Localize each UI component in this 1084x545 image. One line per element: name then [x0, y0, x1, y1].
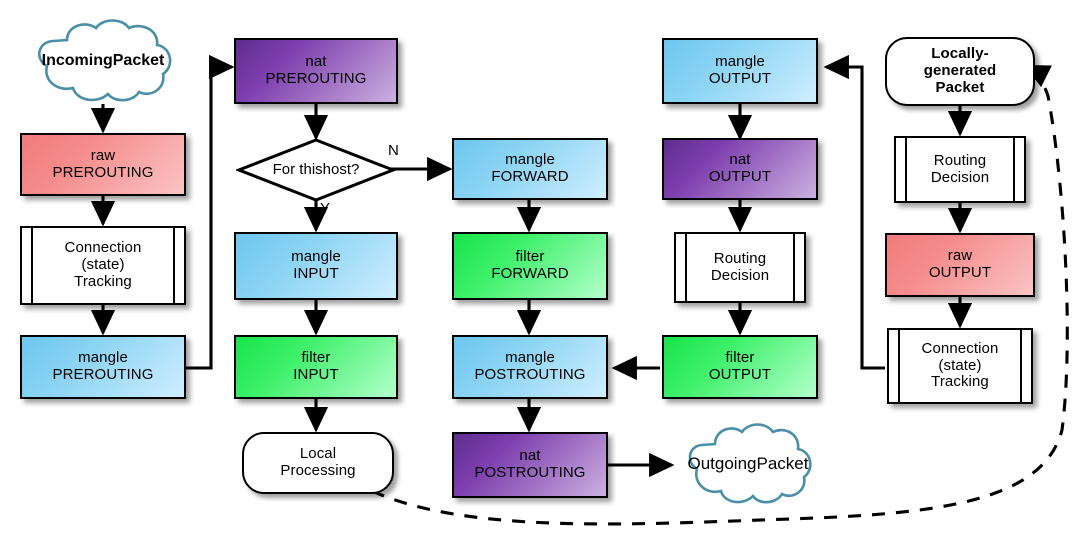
outgoing-packet-cloud: Outgoing Packet [672, 420, 824, 508]
edge-label-no: N [388, 142, 399, 159]
node-for-this-host-decision[interactable]: For this host? [236, 138, 396, 202]
node-nat-prerouting-label: nat PREROUTING [265, 53, 367, 87]
cloud-shape [38, 19, 172, 102]
node-mangle-input[interactable]: mangle INPUT [234, 232, 398, 300]
node-filter-forward-label: filter FORWARD [491, 248, 569, 282]
node-for-this-host-label: For this host? [272, 161, 360, 179]
incoming-packet-cloud: Incoming Packet [20, 16, 186, 106]
node-routing-decision-local[interactable]: Routing Decision [894, 136, 1026, 203]
node-routing-decision-output-label: Routing Decision [710, 249, 770, 284]
node-local-processing-label: Local Processing [280, 445, 356, 479]
node-nat-postrouting-label: nat POSTROUTING [474, 447, 586, 481]
outgoing-packet-label: Outgoing Packet [687, 454, 809, 474]
node-filter-input-label: filter INPUT [293, 349, 339, 383]
node-connection-tracking-in-label: Connection (state) Tracking [64, 239, 142, 290]
node-routing-decision-output[interactable]: Routing Decision [674, 232, 806, 303]
node-raw-output-label: raw OUTPUT [928, 247, 992, 281]
node-raw-prerouting-label: raw PREROUTING [52, 146, 154, 181]
node-mangle-input-label: mangle INPUT [291, 248, 341, 282]
node-mangle-output[interactable]: mangle OUTPUT [662, 38, 818, 104]
node-mangle-output-label: mangle OUTPUT [708, 53, 772, 87]
node-mangle-postrouting-label: mangle POSTROUTING [474, 349, 586, 383]
node-nat-postrouting[interactable]: nat POSTROUTING [452, 432, 608, 498]
node-local-processing[interactable]: Local Processing [242, 432, 394, 494]
node-filter-output-label: filter OUTPUT [708, 349, 772, 383]
node-mangle-prerouting[interactable]: mangle PREROUTING [20, 335, 186, 399]
incoming-packet-label: Incoming Packet [41, 51, 165, 69]
node-mangle-postrouting[interactable]: mangle POSTROUTING [452, 335, 608, 399]
node-mangle-forward[interactable]: mangle FORWARD [452, 138, 608, 200]
node-raw-prerouting[interactable]: raw PREROUTING [20, 133, 186, 196]
node-connection-tracking-in[interactable]: Connection (state) Tracking [20, 226, 186, 305]
node-mangle-prerouting-label: mangle PREROUTING [52, 349, 154, 383]
node-nat-output-label: nat OUTPUT [708, 151, 772, 185]
node-connection-tracking-out-label: Connection (state) Tracking [921, 339, 999, 391]
node-raw-output[interactable]: raw OUTPUT [885, 233, 1035, 297]
node-locally-generated-packet-label: Locally- generated Packet [923, 45, 997, 96]
node-routing-decision-local-label: Routing Decision [930, 151, 990, 186]
node-connection-tracking-out[interactable]: Connection (state) Tracking [887, 328, 1033, 404]
node-locally-generated-packet: Locally- generated Packet [885, 37, 1035, 106]
node-filter-input[interactable]: filter INPUT [234, 335, 398, 399]
node-nat-output[interactable]: nat OUTPUT [662, 138, 818, 200]
node-nat-prerouting[interactable]: nat PREROUTING [234, 38, 398, 104]
node-mangle-forward-label: mangle FORWARD [491, 151, 569, 185]
node-filter-output[interactable]: filter OUTPUT [662, 335, 818, 399]
edge-label-yes: Y [320, 200, 331, 217]
node-filter-forward[interactable]: filter FORWARD [452, 232, 608, 300]
